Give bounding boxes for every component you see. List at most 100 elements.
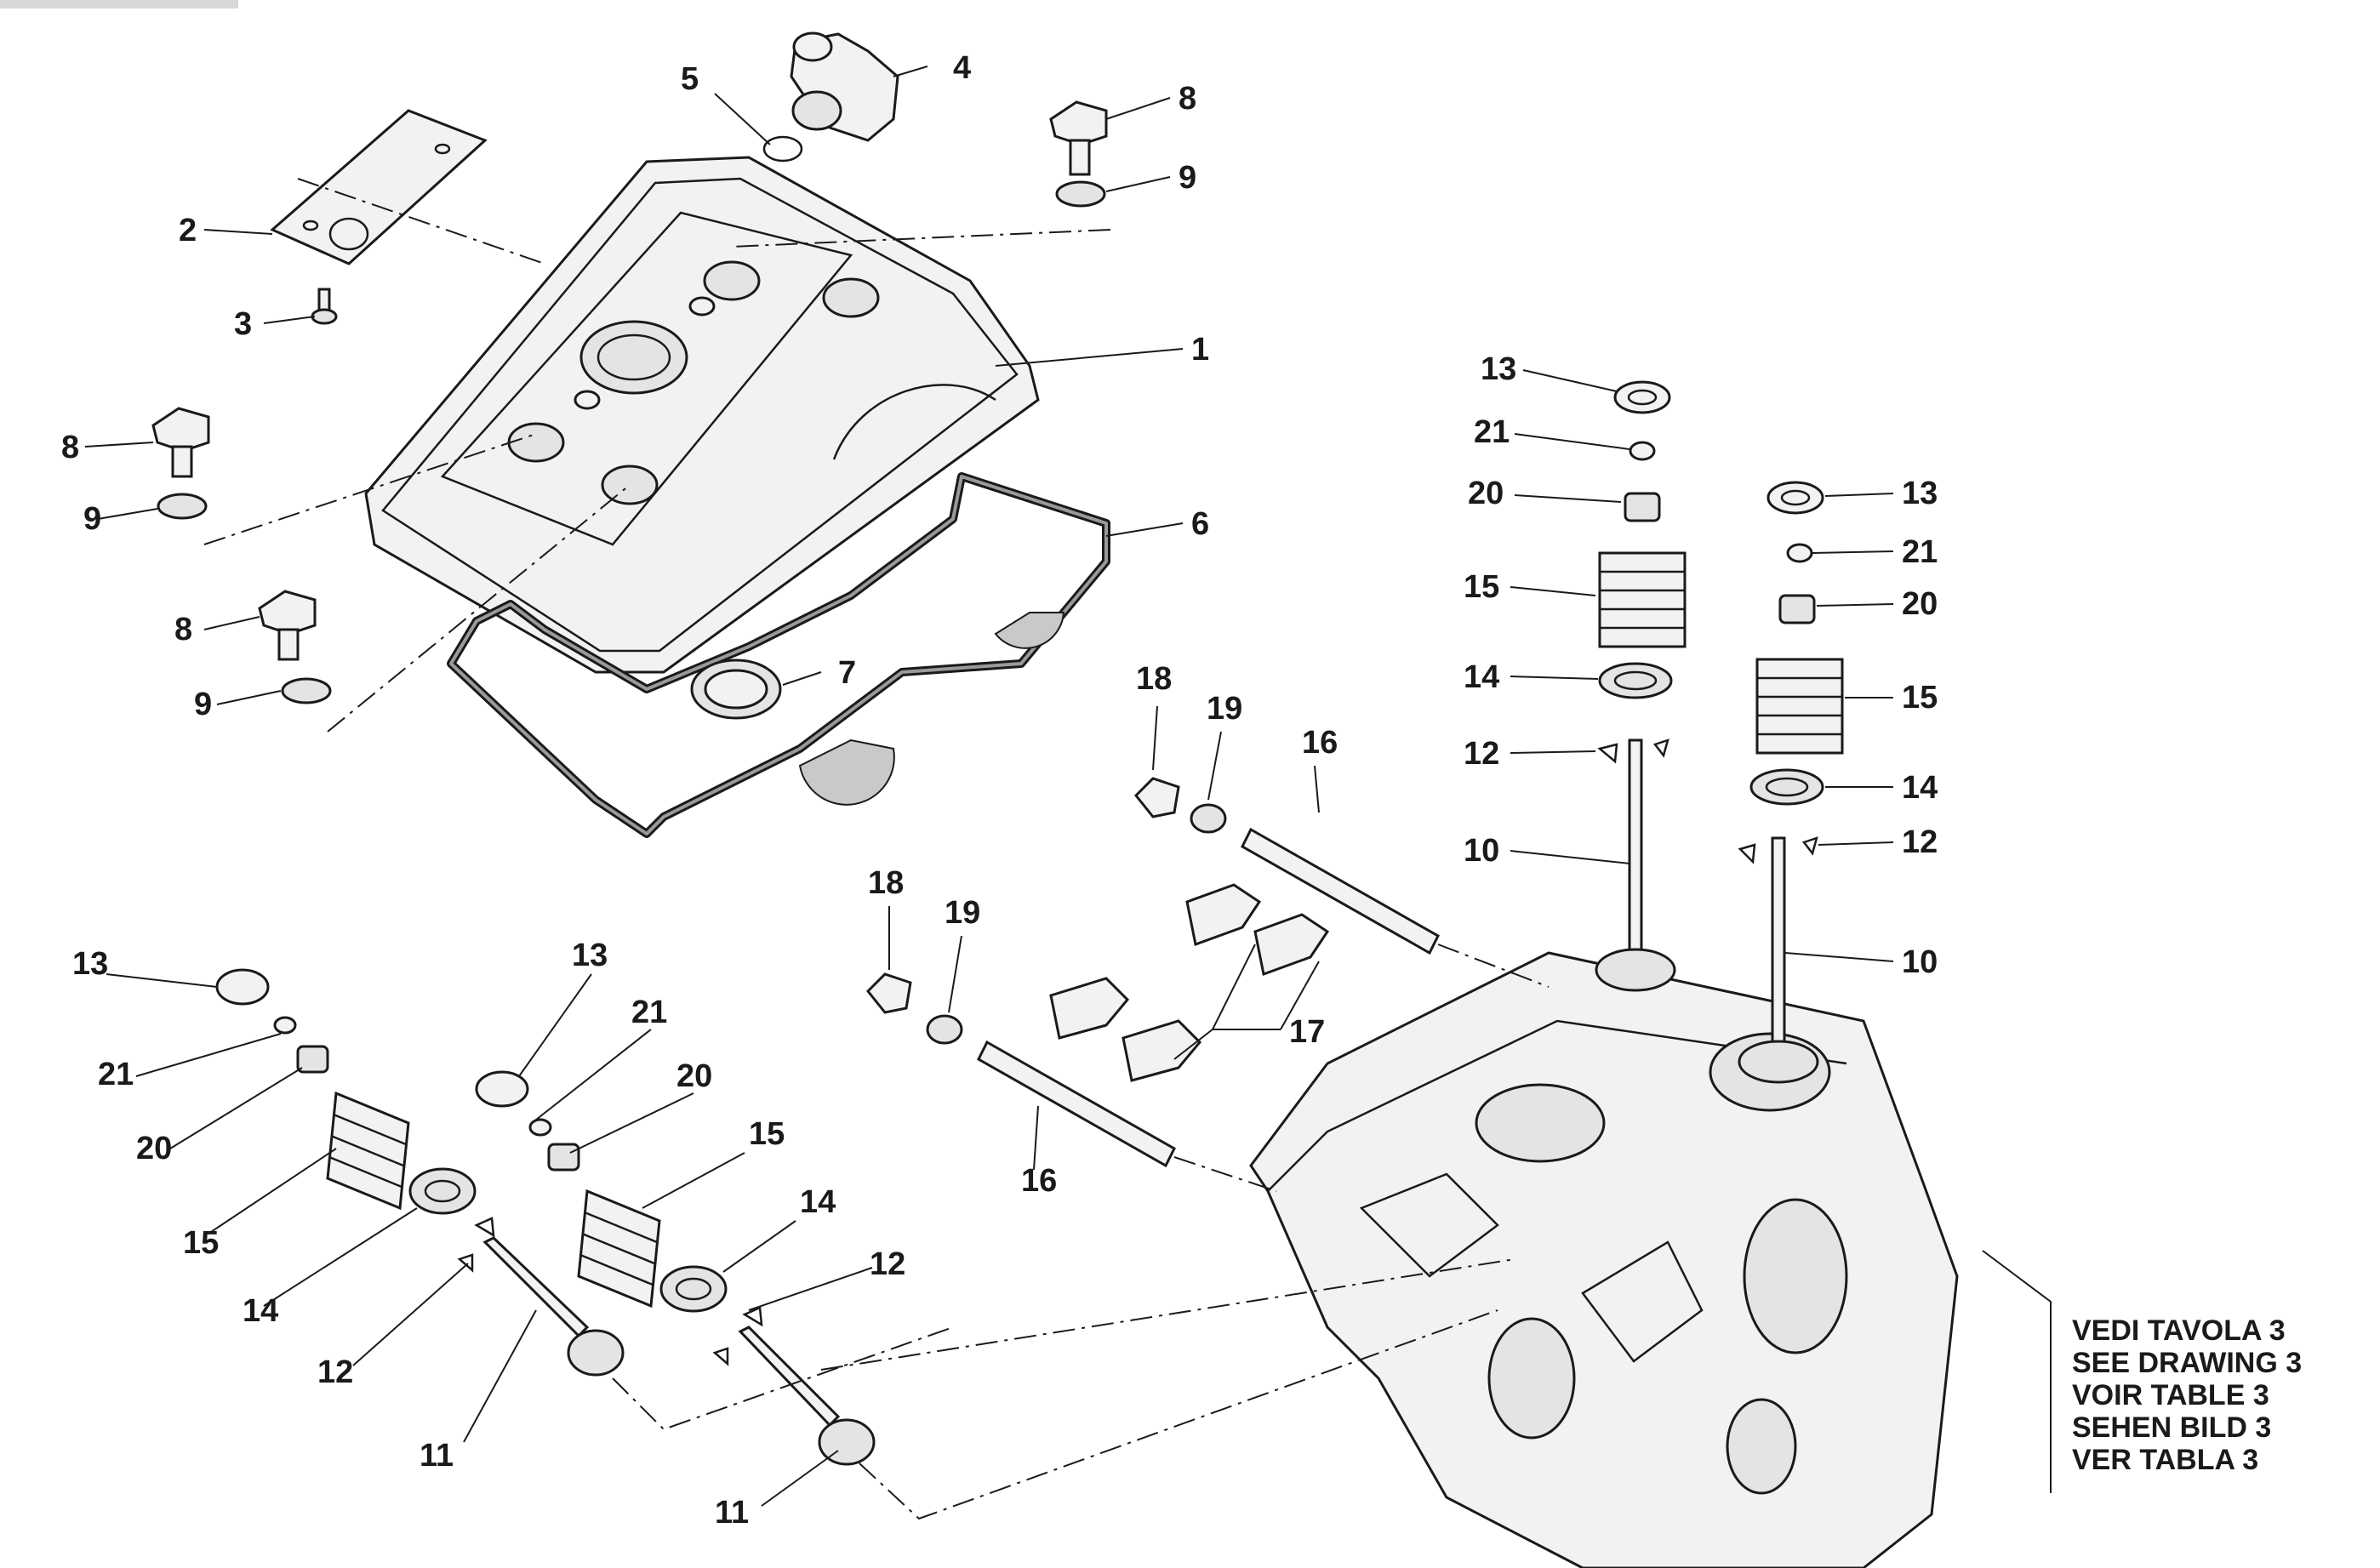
callout-10: 10 <box>1464 833 1499 869</box>
shim <box>1786 543 1813 563</box>
callout-19: 19 <box>1207 691 1242 727</box>
breather-fitting <box>790 31 899 142</box>
callout-21: 21 <box>1902 534 1938 570</box>
callout-15: 15 <box>749 1116 785 1152</box>
valve <box>1738 836 1819 1084</box>
callout-8: 8 <box>174 612 192 647</box>
rocker-arms <box>1049 883 1330 1082</box>
spring-seat <box>1749 768 1824 806</box>
valve-seal <box>1624 492 1661 522</box>
valve-spring <box>1598 551 1687 648</box>
valve <box>482 1236 625 1377</box>
cylinder-head <box>1249 951 1959 1568</box>
callout-8: 8 <box>61 430 79 465</box>
valve <box>738 1326 876 1466</box>
reference-note: VEDI TAVOLA 3 SEE DRAWING 3 VOIR TABLE 3… <box>2072 1314 2302 1476</box>
rocker-pin-lower <box>865 972 1176 1168</box>
callout-12: 12 <box>317 1354 353 1390</box>
callout-7: 7 <box>838 655 856 691</box>
cylinder-head-cover <box>364 156 1040 674</box>
callout-12: 12 <box>1464 736 1499 772</box>
callout-20: 20 <box>1902 586 1938 622</box>
spring-seat <box>408 1167 477 1215</box>
callout-19: 19 <box>945 895 980 931</box>
valve-spring <box>1755 658 1844 755</box>
callout-16: 16 <box>1302 725 1338 761</box>
cover-screw-top-right <box>1049 100 1108 208</box>
spark-plug-seal <box>690 659 782 720</box>
shim <box>273 1016 297 1035</box>
callout-21: 21 <box>1474 414 1510 450</box>
leader-lines <box>84 66 2052 1507</box>
valve-cap-upper-left <box>1613 380 1671 414</box>
reference-note-line: SEHEN BILD 3 <box>2072 1411 2271 1444</box>
valve-retainer <box>1597 738 1669 764</box>
callout-12: 12 <box>1902 824 1938 860</box>
reference-note-line: VEDI TAVOLA 3 <box>2072 1314 2286 1347</box>
callout-13: 13 <box>72 946 108 982</box>
callout-9: 9 <box>83 501 101 537</box>
cover-screw-left-upper <box>151 407 210 520</box>
callout-3: 3 <box>234 306 252 342</box>
spring-seat <box>1598 662 1673 699</box>
callout-1: 1 <box>1191 332 1209 368</box>
reference-note-line: SEE DRAWING 3 <box>2072 1347 2302 1379</box>
callout-14: 14 <box>1464 659 1499 695</box>
callout-18: 18 <box>1136 661 1172 697</box>
callout-17: 17 <box>1289 1014 1325 1050</box>
valve <box>1595 738 1676 992</box>
callout-16: 16 <box>1021 1163 1057 1199</box>
callout-21: 21 <box>631 995 667 1030</box>
valve-retainer <box>712 1306 763 1366</box>
assembly-line <box>859 1309 1498 1520</box>
assembly-line <box>1173 1156 1277 1192</box>
valve-retainer <box>1738 836 1818 864</box>
assembly-line <box>1437 944 1550 988</box>
shim <box>528 1118 552 1137</box>
callout-2: 2 <box>179 213 197 248</box>
cover-screw-left-lower <box>258 590 332 704</box>
callout-14: 14 <box>1902 770 1938 806</box>
valve-cap-upper-right <box>1766 481 1824 515</box>
o-ring <box>762 135 803 163</box>
callout-5: 5 <box>681 61 699 97</box>
callout-8: 8 <box>1179 81 1196 117</box>
assembly-line <box>327 484 631 733</box>
spring-seat <box>659 1265 728 1313</box>
callout-12: 12 <box>870 1246 905 1282</box>
valve-seal <box>547 1143 580 1172</box>
shim <box>1629 441 1656 461</box>
valve-seal <box>1778 594 1816 624</box>
valve-spring <box>326 1091 410 1211</box>
cover-gasket <box>447 472 1110 838</box>
callout-15: 15 <box>1464 569 1499 605</box>
callout-15: 15 <box>1902 680 1938 716</box>
callout-11: 11 <box>419 1438 454 1474</box>
reference-note-line: VOIR TABLE 3 <box>2072 1379 2269 1411</box>
callout-10: 10 <box>1902 944 1938 980</box>
callout-13: 13 <box>572 938 608 973</box>
valve-cap <box>475 1070 529 1108</box>
assembly-line <box>612 1326 954 1431</box>
plate-screw <box>311 288 338 325</box>
corner-tab <box>0 0 238 9</box>
callout-4: 4 <box>953 50 971 86</box>
assembly-line <box>297 178 545 265</box>
reference-note-line: VER TABLA 3 <box>2072 1444 2258 1476</box>
valve-cap <box>215 968 270 1006</box>
rocker-pin-upper <box>1133 777 1440 955</box>
callout-21: 21 <box>98 1057 134 1092</box>
valve-spring <box>577 1189 661 1309</box>
assembly-line <box>203 433 537 545</box>
callout-15: 15 <box>183 1225 219 1261</box>
callout-13: 13 <box>1481 351 1516 387</box>
callout-9: 9 <box>194 687 212 722</box>
callout-13: 13 <box>1902 476 1938 511</box>
callout-11: 11 <box>715 1495 749 1531</box>
callout-20: 20 <box>676 1058 712 1094</box>
assembly-line <box>731 229 1111 248</box>
callout-18: 18 <box>868 865 904 901</box>
callout-20: 20 <box>136 1131 172 1166</box>
callout-9: 9 <box>1179 160 1196 196</box>
callout-14: 14 <box>243 1293 278 1329</box>
